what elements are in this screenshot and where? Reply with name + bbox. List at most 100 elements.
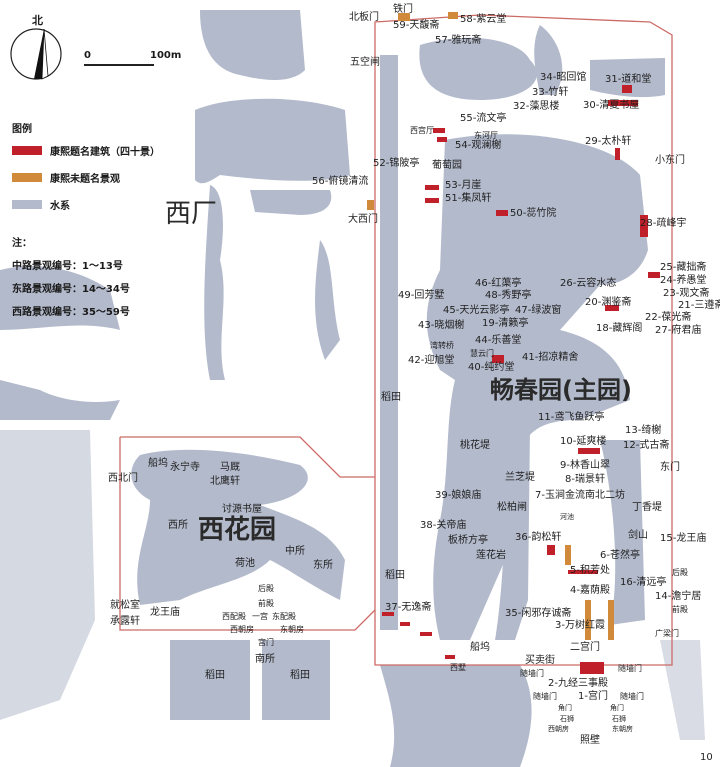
map-label: 1-宫门 (578, 691, 608, 702)
map-label: 8-瑞景轩 (565, 474, 605, 485)
map-label: 西宫厅 (410, 126, 434, 135)
garden-boundary (119, 14, 673, 666)
map-label: 6-苍然亭 (600, 550, 640, 561)
map-label: 28-疏峰宇 (640, 218, 687, 229)
map-label: 11-鸢飞鱼跃亭 (538, 412, 605, 423)
map-label: 48-秀野亭 (485, 290, 532, 301)
map-label: 41-招凉精舍 (522, 352, 579, 363)
map-label: 3-万树红霞 (555, 620, 605, 631)
map-label: 兰芝堤 (505, 472, 535, 483)
legend-item-titled: 康熙题名建筑（四十景） (12, 137, 160, 164)
map-label: 52-锦陂亭 (373, 158, 420, 169)
map-label: 42-迎旭堂 (408, 355, 455, 366)
map-label: 54-观澜榭 (455, 140, 502, 151)
map-label: 湾转桥 (430, 341, 454, 350)
map-label: 角门 (610, 704, 624, 712)
map-label: 承露轩 (110, 616, 140, 627)
map-label: 55-流文亭 (460, 113, 507, 124)
map-label: 东朝房 (612, 725, 633, 733)
map-label: 前殿 (258, 599, 274, 608)
map-label: 32-藻思楼 (513, 101, 560, 112)
map-label: 31-道和堂 (605, 74, 652, 85)
map-label: 10-延爽楼 (560, 436, 607, 447)
map-label: 20-渊鉴斋 (585, 297, 632, 308)
map-label: 西朝房 (548, 725, 569, 733)
map-label: 49-回芳墅 (398, 290, 445, 301)
map-label: 西配殿 (222, 612, 246, 621)
map-label: 15-龙王庙 (660, 533, 707, 544)
map-label: 剑山 (628, 530, 648, 541)
map-label: 14-澹宁居 (655, 591, 702, 602)
map-label: 46-红蕖亭 (475, 278, 522, 289)
map-label: 就松室 (110, 600, 140, 611)
map-label: 荷池 (235, 558, 255, 569)
map-label: 4-嘉荫殿 (570, 585, 610, 596)
notes-line: 西路景观编号：35～59号 (12, 307, 130, 318)
map-label: 马厩 (220, 462, 240, 473)
north-arrow-icon (10, 28, 62, 80)
map-label: 25-藏拙斋 (660, 262, 707, 273)
legend-swatch (12, 146, 42, 155)
scale-end: 100m (150, 50, 182, 61)
map-label: 板桥方亭 (448, 535, 488, 546)
map-label: 前殿 (672, 605, 688, 614)
map-label: 西朝房 (230, 625, 254, 634)
map-label: 33-竹轩 (532, 87, 569, 98)
legend-item-water: 水系 (12, 191, 160, 218)
map-label: 后殿 (258, 584, 274, 593)
region-label-main-garden: 畅春园(主园) (490, 376, 632, 404)
map-label: 9-林香山翠 (560, 460, 610, 471)
map-label: 38-关帝庙 (420, 520, 467, 531)
map-label: 34-昭回馆 (540, 72, 587, 83)
map-label: 43-晓烟榭 (418, 320, 465, 331)
scale-bar: 0 100m (82, 50, 192, 74)
map-label: 小东门 (655, 155, 685, 166)
map-label: 2-九经三事殿 (548, 678, 608, 689)
map-label: 西北门 (108, 473, 138, 484)
map-label: 40-纯约堂 (468, 362, 515, 373)
map-label: 29-太朴轩 (585, 136, 632, 147)
map-label: 东所 (313, 560, 333, 571)
map-label: 松柏闸 (497, 502, 527, 513)
map-label: 龙王庙 (150, 607, 180, 618)
map-label: 26-云容水态 (560, 278, 617, 289)
map-label: 后殿 (672, 568, 688, 577)
legend-label: 水系 (50, 201, 70, 212)
map-label: 稻田 (290, 670, 310, 681)
map-label: 稻田 (381, 392, 401, 403)
map-label: 慧云门 (470, 349, 494, 358)
map-label: 河池 (560, 513, 574, 521)
map-label: 照壁 (580, 735, 600, 746)
map-label: 10 (700, 752, 713, 763)
map-label: 角门 (558, 704, 572, 712)
map-label: 莲花岩 (476, 550, 506, 561)
map-label: 39-娘娘庙 (435, 490, 482, 501)
map-label: 西墅 (450, 663, 466, 672)
map-label: 葡萄园 (432, 160, 462, 171)
map-label: 大西门 (348, 214, 378, 225)
map-label: 50-蕊竹院 (510, 208, 557, 219)
map-label: 22-葆光斋 (645, 312, 692, 323)
map-label: 随墙门 (533, 692, 557, 701)
map-label: 44-乐善堂 (475, 335, 522, 346)
legend-label: 康熙未题名景观 (50, 174, 120, 185)
map-label: 讨源书屋 (222, 504, 262, 515)
map-label: 桃花堤 (460, 440, 490, 451)
legend-label: 康熙题名建筑（四十景） (50, 147, 160, 158)
map-label: 36-韵松轩 (515, 532, 562, 543)
map-label: 13-绮榭 (625, 425, 662, 436)
map-label: 西所 (168, 520, 188, 531)
legend: 图例 康熙题名建筑（四十景） 康熙未题名景观 水系 (12, 120, 160, 218)
map-label: 19-清籁亭 (482, 318, 529, 329)
map-label: 北板门 (349, 12, 379, 23)
buildings (367, 12, 660, 674)
map-label: 27-府君庙 (655, 325, 702, 336)
map-label: 石狮 (612, 715, 626, 723)
map-label: 东配殿 (272, 612, 296, 621)
map-label: 买卖街 (525, 655, 555, 666)
map-label: 56-俯镜清流 (312, 176, 369, 187)
notes-line: 东路景观编号：14～34号 (12, 284, 130, 295)
map-label: 东门 (660, 462, 680, 473)
map-label: 58-紫云堂 (460, 14, 507, 25)
